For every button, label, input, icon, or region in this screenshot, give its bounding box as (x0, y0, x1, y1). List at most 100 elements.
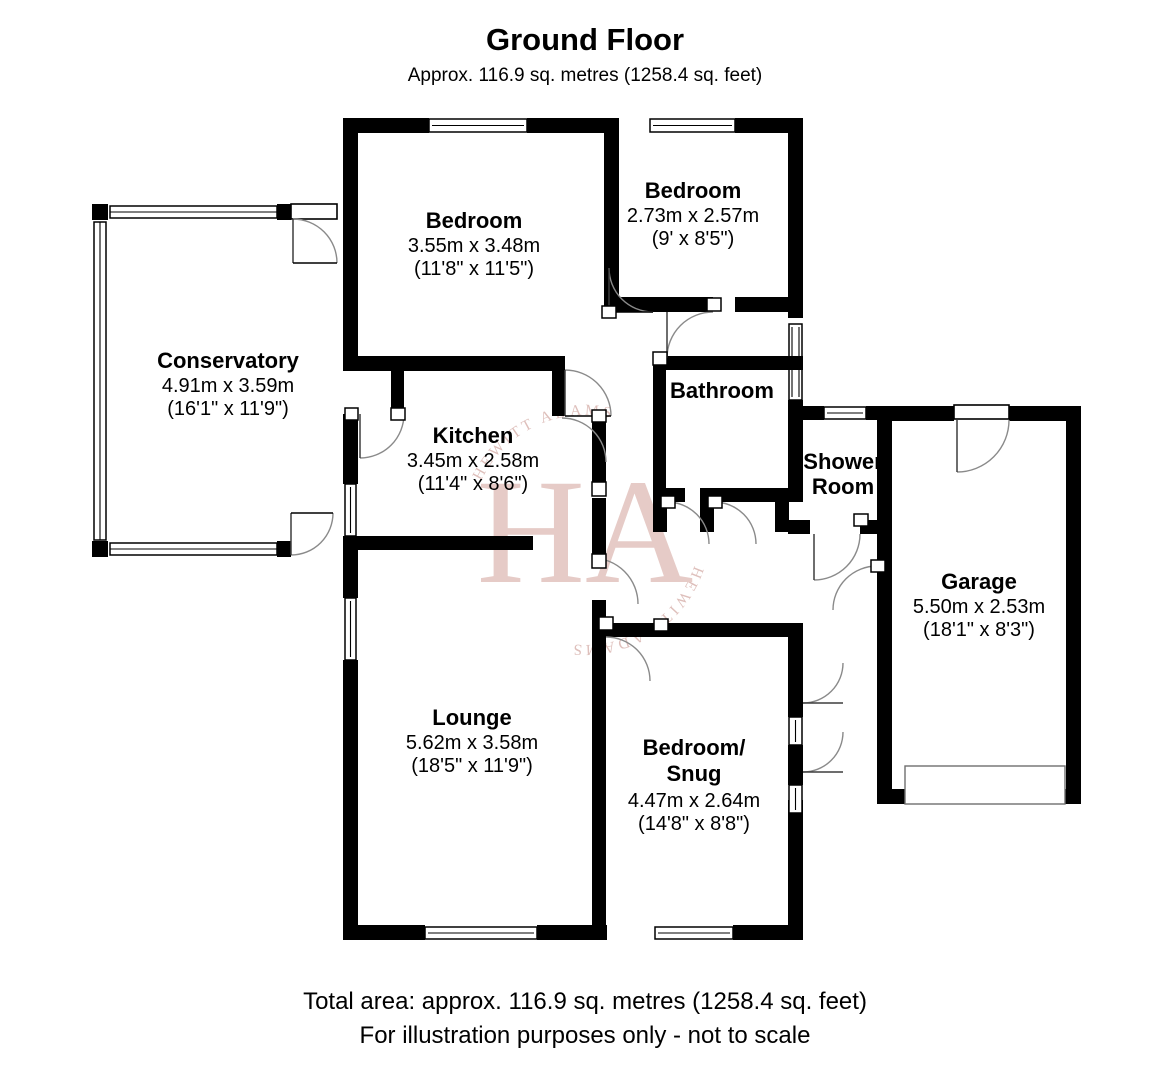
svg-text:5.50m x 2.53m: 5.50m x 2.53m (913, 596, 1045, 618)
conservatory-post-ne (277, 204, 291, 220)
wall-north-left-2 (527, 118, 619, 133)
wall-north-right (735, 118, 803, 133)
door-arc-kitchen-east (561, 417, 607, 463)
door-stop-bedroom-two (706, 297, 722, 312)
svg-text:Conservatory: Conservatory (157, 348, 300, 373)
conservatory-post-sw (92, 541, 108, 557)
wall-bathroom-west (653, 356, 666, 502)
svg-text:Bathroom: Bathroom (670, 378, 774, 403)
door-stop-bedroom-main (601, 305, 617, 319)
window-shower-north (823, 406, 867, 420)
garage-vehicle-door (904, 765, 1066, 805)
door-stop-kitchen-west (344, 407, 359, 421)
wall-kitchen-nw-stub (391, 356, 404, 414)
svg-text:Lounge: Lounge (432, 705, 511, 730)
svg-text:3.55m x 3.48m: 3.55m x 3.48m (408, 235, 540, 257)
door-arc-kitchen (359, 413, 405, 459)
door-arc-snug-east-upper (802, 662, 844, 704)
svg-text:Garage: Garage (941, 569, 1017, 594)
garage-door-arc (956, 419, 1010, 473)
room-label-bedroom-snug: Bedroom/ Snug 4.47m x 2.64m (14'8" x 8'8… (628, 735, 760, 835)
door-arc-snug-east-lower (802, 731, 844, 773)
wall-bathroom-north (653, 356, 803, 370)
svg-text:Bedroom/: Bedroom/ (643, 735, 746, 760)
wall-garage-north-2 (1009, 406, 1081, 421)
wall-west-lounge (343, 660, 358, 940)
door-arc-lobby (832, 565, 878, 611)
room-label-bedroom-main: Bedroom 3.55m x 3.48m (11'8" x 11'5") (408, 208, 540, 280)
svg-text:(11'4" x 8'6"): (11'4" x 8'6") (418, 473, 528, 495)
door-stop-snug-right (653, 618, 669, 632)
door-arc-hall-west (564, 369, 612, 417)
door-arc-shower (813, 533, 861, 581)
wall-garage-west (877, 522, 892, 804)
wall-shower-west (788, 446, 803, 502)
window-bedroom-two-north (649, 118, 736, 133)
wall-bedroom-main-south-1 (343, 356, 391, 371)
total-area-text: Total area: approx. 116.9 sq. metres (12… (303, 988, 867, 1015)
room-label-lounge: Lounge 5.62m x 3.58m (18'5" x 11'9") (406, 705, 538, 777)
door-arc-bedroom-two (666, 311, 714, 359)
window-lounge-south (424, 926, 538, 940)
wall-shower-north-1 (788, 406, 824, 420)
svg-text:(18'5" x 11'9"): (18'5" x 11'9") (411, 755, 533, 777)
wall-bathroom-south-2 (714, 488, 789, 502)
wall-snug-north-2 (660, 623, 803, 637)
svg-text:3.45m x 2.58m: 3.45m x 2.58m (407, 450, 539, 472)
window-kitchen-west (344, 483, 357, 537)
window-lounge-west (344, 597, 357, 661)
conservatory-structure (92, 203, 338, 557)
wall-east-bedroom-two (788, 118, 803, 318)
wall-hall-pier-right (775, 488, 789, 532)
window-bedroom-main-north (428, 118, 528, 133)
door-stop-kitchen (390, 407, 406, 421)
plan-footer: Total area: approx. 116.9 sq. metres (12… (0, 985, 1170, 1053)
conservatory-post-se (277, 541, 291, 557)
wall-bathroom-pier-left (653, 488, 667, 532)
svg-text:2.73m x 2.57m: 2.73m x 2.57m (627, 205, 759, 227)
wall-shower-south-1 (788, 520, 810, 534)
wall-garage-east (1066, 406, 1081, 804)
wall-hall-east-lower (592, 498, 606, 556)
window-snug-east-lower (788, 784, 803, 814)
room-label-shower-room: Shower Room (803, 449, 883, 499)
door-stop-hall-ne (591, 409, 607, 423)
wall-west-upper (343, 118, 358, 371)
page-title: Ground Floor (485, 22, 685, 57)
wall-between-lounge-snug (592, 626, 606, 940)
wall-snug-east-3 (788, 800, 803, 940)
wall-bedroom-two-south-1 (619, 297, 713, 312)
conservatory-door-arc-south (290, 512, 334, 556)
wall-kitchen-south (343, 536, 533, 550)
door-stop-bathroom-top (652, 351, 668, 366)
window-snug-east-upper (788, 716, 803, 746)
door-stop-snug-left (598, 616, 614, 631)
conservatory-door-arc-north (292, 218, 338, 264)
wall-bedroom-two-south-2 (735, 297, 803, 312)
wall-snug-east-1 (788, 623, 803, 717)
door-stop-hall-lower (591, 553, 607, 569)
room-labels: Bedroom 3.55m x 3.48m (11'8" x 11'5") Be… (157, 178, 1045, 835)
garage-door-opening-north (953, 404, 1010, 420)
wall-shower-east (877, 406, 892, 522)
wall-between-bedrooms (604, 118, 619, 312)
plan-header: Ground Floor Approx. 116.9 sq. metres (1… (0, 0, 1170, 87)
room-label-conservatory: Conservatory 4.91m x 3.59m (16'1" x 11'9… (157, 348, 300, 420)
conservatory-door-head-north (290, 203, 338, 220)
wall-south-2 (537, 925, 607, 940)
disclaimer-text: For illustration purposes only - not to … (359, 1022, 811, 1050)
svg-text:4.47m x 2.64m: 4.47m x 2.64m (628, 790, 760, 812)
svg-text:(9' x 8'5"): (9' x 8'5") (652, 228, 735, 250)
svg-text:Bedroom: Bedroom (645, 178, 742, 203)
svg-text:4.91m x 3.59m: 4.91m x 3.59m (162, 375, 294, 397)
wall-snug-east-2 (788, 745, 803, 785)
wall-garage-north-1 (892, 406, 954, 421)
wall-north-left-1 (343, 118, 429, 133)
svg-text:5.62m x 3.58m: 5.62m x 3.58m (406, 732, 538, 754)
door-arc-snug (605, 636, 651, 682)
wall-bedroom-main-south-2 (391, 356, 565, 371)
door-stop-bathroom-bottom (660, 495, 676, 509)
wall-west-kitchen (343, 414, 358, 484)
wall-south-1 (343, 925, 425, 940)
